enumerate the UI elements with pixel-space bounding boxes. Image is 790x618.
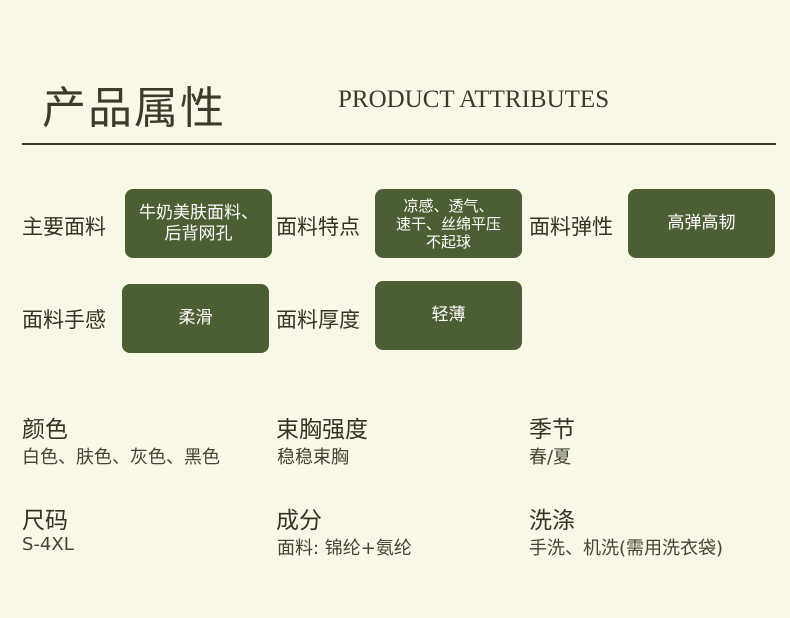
attr-label-fabric-features: 面料特点 (276, 215, 360, 239)
detail-heading-size: 尺码 (22, 508, 68, 534)
page-subtitle: PRODUCT ATTRIBUTES (338, 86, 610, 113)
detail-value-compression: 稳稳束胸 (277, 447, 349, 468)
detail-heading-compression: 束胸强度 (276, 417, 368, 443)
attr-label-fabric-elasticity: 面料弹性 (529, 215, 613, 239)
attr-value-fabric-elasticity: 高弹高韧 (628, 189, 775, 258)
detail-heading-color: 颜色 (22, 417, 68, 443)
attr-label-fabric-thickness: 面料厚度 (276, 308, 360, 332)
detail-value-composition: 面料: 锦纶+氨纶 (277, 538, 412, 559)
attr-value-fabric-feel: 柔滑 (122, 284, 269, 353)
detail-value-color: 白色、肤色、灰色、黑色 (22, 447, 220, 468)
detail-value-size: S-4XL (22, 534, 74, 555)
divider (22, 143, 776, 145)
detail-value-season: 春/夏 (529, 447, 572, 468)
detail-heading-washing: 洗涤 (529, 508, 575, 534)
attr-label-fabric-feel: 面料手感 (22, 308, 106, 332)
page-title: 产品属性 (42, 83, 226, 134)
detail-heading-season: 季节 (529, 417, 575, 443)
attr-value-fabric-features: 凉感、透气、 速干、丝绵平压 不起球 (375, 189, 522, 258)
detail-heading-composition: 成分 (276, 508, 322, 534)
attr-value-fabric-thickness: 轻薄 (375, 281, 522, 350)
detail-value-washing: 手洗、机洗(需用洗衣袋) (529, 538, 724, 559)
attr-label-main-fabric: 主要面料 (22, 215, 106, 239)
attr-value-main-fabric: 牛奶美肤面料、 后背网孔 (125, 189, 272, 258)
